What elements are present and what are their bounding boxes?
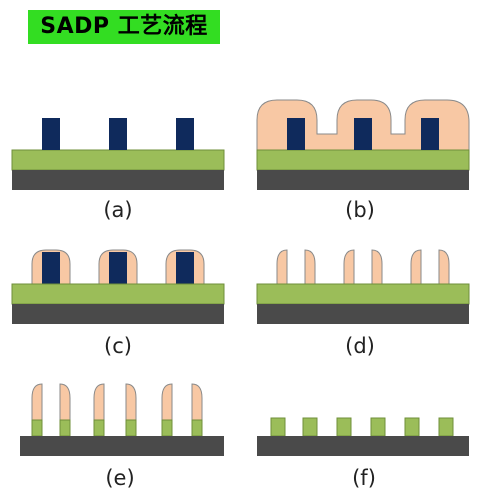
substrate-layer: [257, 304, 469, 324]
spacer: [93, 383, 105, 421]
hard-mask-layer: [256, 149, 470, 171]
spacer: [59, 383, 71, 421]
spacer: [31, 383, 43, 421]
final-line: [438, 417, 454, 437]
substrate-layer: [12, 304, 224, 324]
spacer: [371, 249, 383, 285]
panel-d: [256, 246, 470, 324]
diagram-b: [256, 99, 470, 190]
mandrel: [42, 252, 60, 284]
hard-mask-layer: [256, 283, 470, 305]
spacer: [161, 383, 173, 421]
substrate-layer: [257, 436, 469, 456]
caption-d: (d): [345, 334, 375, 358]
hard-mask-layer: [11, 149, 225, 171]
mandrel: [109, 118, 127, 150]
mandrel: [354, 118, 372, 150]
caption-c: (c): [104, 334, 132, 358]
caption-b: (b): [345, 198, 375, 222]
mandrel: [421, 118, 439, 150]
final-line: [270, 417, 286, 437]
diagram-d: [256, 249, 470, 324]
mandrel: [42, 118, 60, 150]
mandrel: [176, 118, 194, 150]
spacer: [410, 249, 422, 285]
mandrel: [176, 252, 194, 284]
hard-mask-line: [31, 419, 43, 437]
hard-mask-layer: [11, 283, 225, 305]
hard-mask-line: [93, 419, 105, 437]
substrate-layer: [257, 170, 469, 190]
final-line: [370, 417, 386, 437]
hard-mask-line: [125, 419, 137, 437]
panel-b: [256, 98, 470, 190]
spacer: [438, 249, 450, 285]
page-title: SADP 工艺流程: [28, 10, 220, 44]
spacer: [125, 383, 137, 421]
panel-e: [20, 382, 224, 456]
diagram-e: [20, 383, 224, 456]
diagram-f: [257, 417, 469, 456]
caption-a: (a): [103, 198, 133, 222]
final-line: [302, 417, 318, 437]
caption-f: (f): [352, 466, 376, 490]
hard-mask-line: [191, 419, 203, 437]
spacer: [276, 249, 288, 285]
spacer: [343, 249, 355, 285]
panel-c: [11, 246, 225, 324]
final-line: [404, 417, 420, 437]
spacer: [304, 249, 316, 285]
mandrel: [109, 252, 127, 284]
substrate-layer: [20, 436, 224, 456]
spacer: [191, 383, 203, 421]
hard-mask-line: [161, 419, 173, 437]
hard-mask-line: [59, 419, 71, 437]
panel-a: [11, 108, 225, 190]
final-line: [336, 417, 352, 437]
diagram-c: [11, 249, 225, 324]
substrate-layer: [12, 170, 224, 190]
diagram-a: [11, 118, 225, 190]
caption-e: (e): [105, 466, 135, 490]
panel-f: [257, 417, 469, 456]
mandrel: [287, 118, 305, 150]
